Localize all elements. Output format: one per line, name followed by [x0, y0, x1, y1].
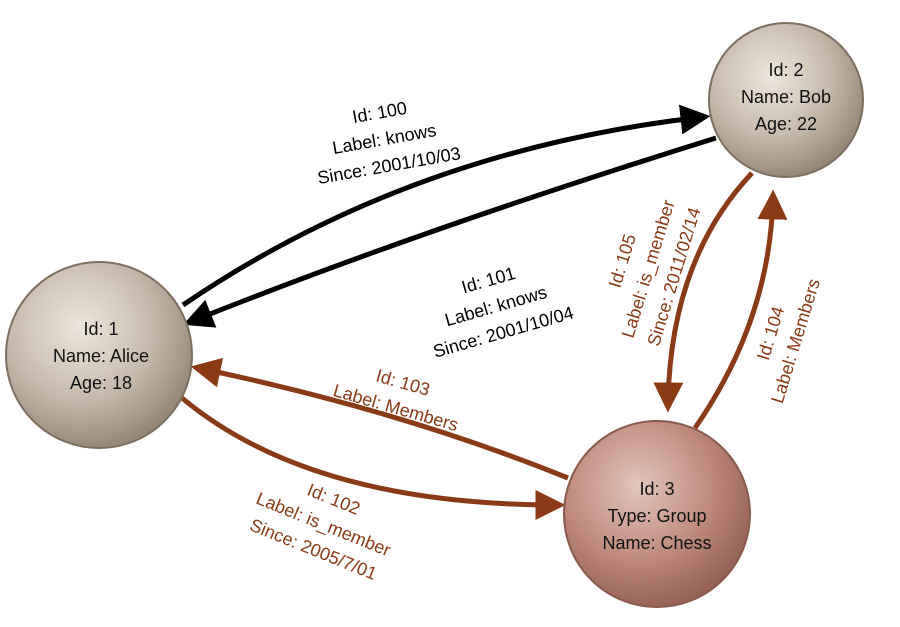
node-chess-id: Id: 3	[639, 479, 674, 499]
node-bob: Id: 2 Name: Bob Age: 22	[708, 22, 864, 178]
node-chess-type: Type: Group	[607, 506, 706, 526]
edge-101-label: Id: 101 Label: knows Since: 2001/10/04	[431, 263, 576, 362]
node-alice-age: Age: 18	[70, 373, 132, 393]
edge-100-id: Id: 100	[351, 98, 409, 127]
edge-103-members	[190, 357, 569, 481]
edge-102-is-member	[180, 396, 566, 520]
edge-100-knows	[181, 104, 711, 308]
node-chess-group: Id: 3 Type: Group Name: Chess	[563, 420, 751, 608]
node-bob-name: Name: Bob	[741, 87, 831, 107]
edge-104-members	[692, 189, 788, 430]
node-bob-age: Age: 22	[755, 114, 817, 134]
edge-102-label: Id: 102 Label: is_member Since: 2005/7/0…	[247, 480, 394, 584]
node-alice-name: Name: Alice	[53, 346, 149, 366]
edge-103-label: Id: 103 Label: Members	[331, 365, 461, 435]
edge-100-label: Id: 100 Label: knows Since: 2001/10/03	[316, 98, 462, 188]
node-bob-id: Id: 2	[768, 60, 803, 80]
edge-105-label: Id: 105 Label: is_member Since: 2011/02/…	[605, 197, 705, 348]
node-alice-id: Id: 1	[83, 319, 118, 339]
edge-104-label: Id: 104 Label: Members	[753, 276, 824, 405]
edge-105-is-member	[653, 171, 754, 413]
node-alice: Id: 1 Name: Alice Age: 18	[5, 261, 193, 449]
node-chess-name: Name: Chess	[602, 533, 711, 553]
edge-101-knows	[183, 135, 717, 328]
